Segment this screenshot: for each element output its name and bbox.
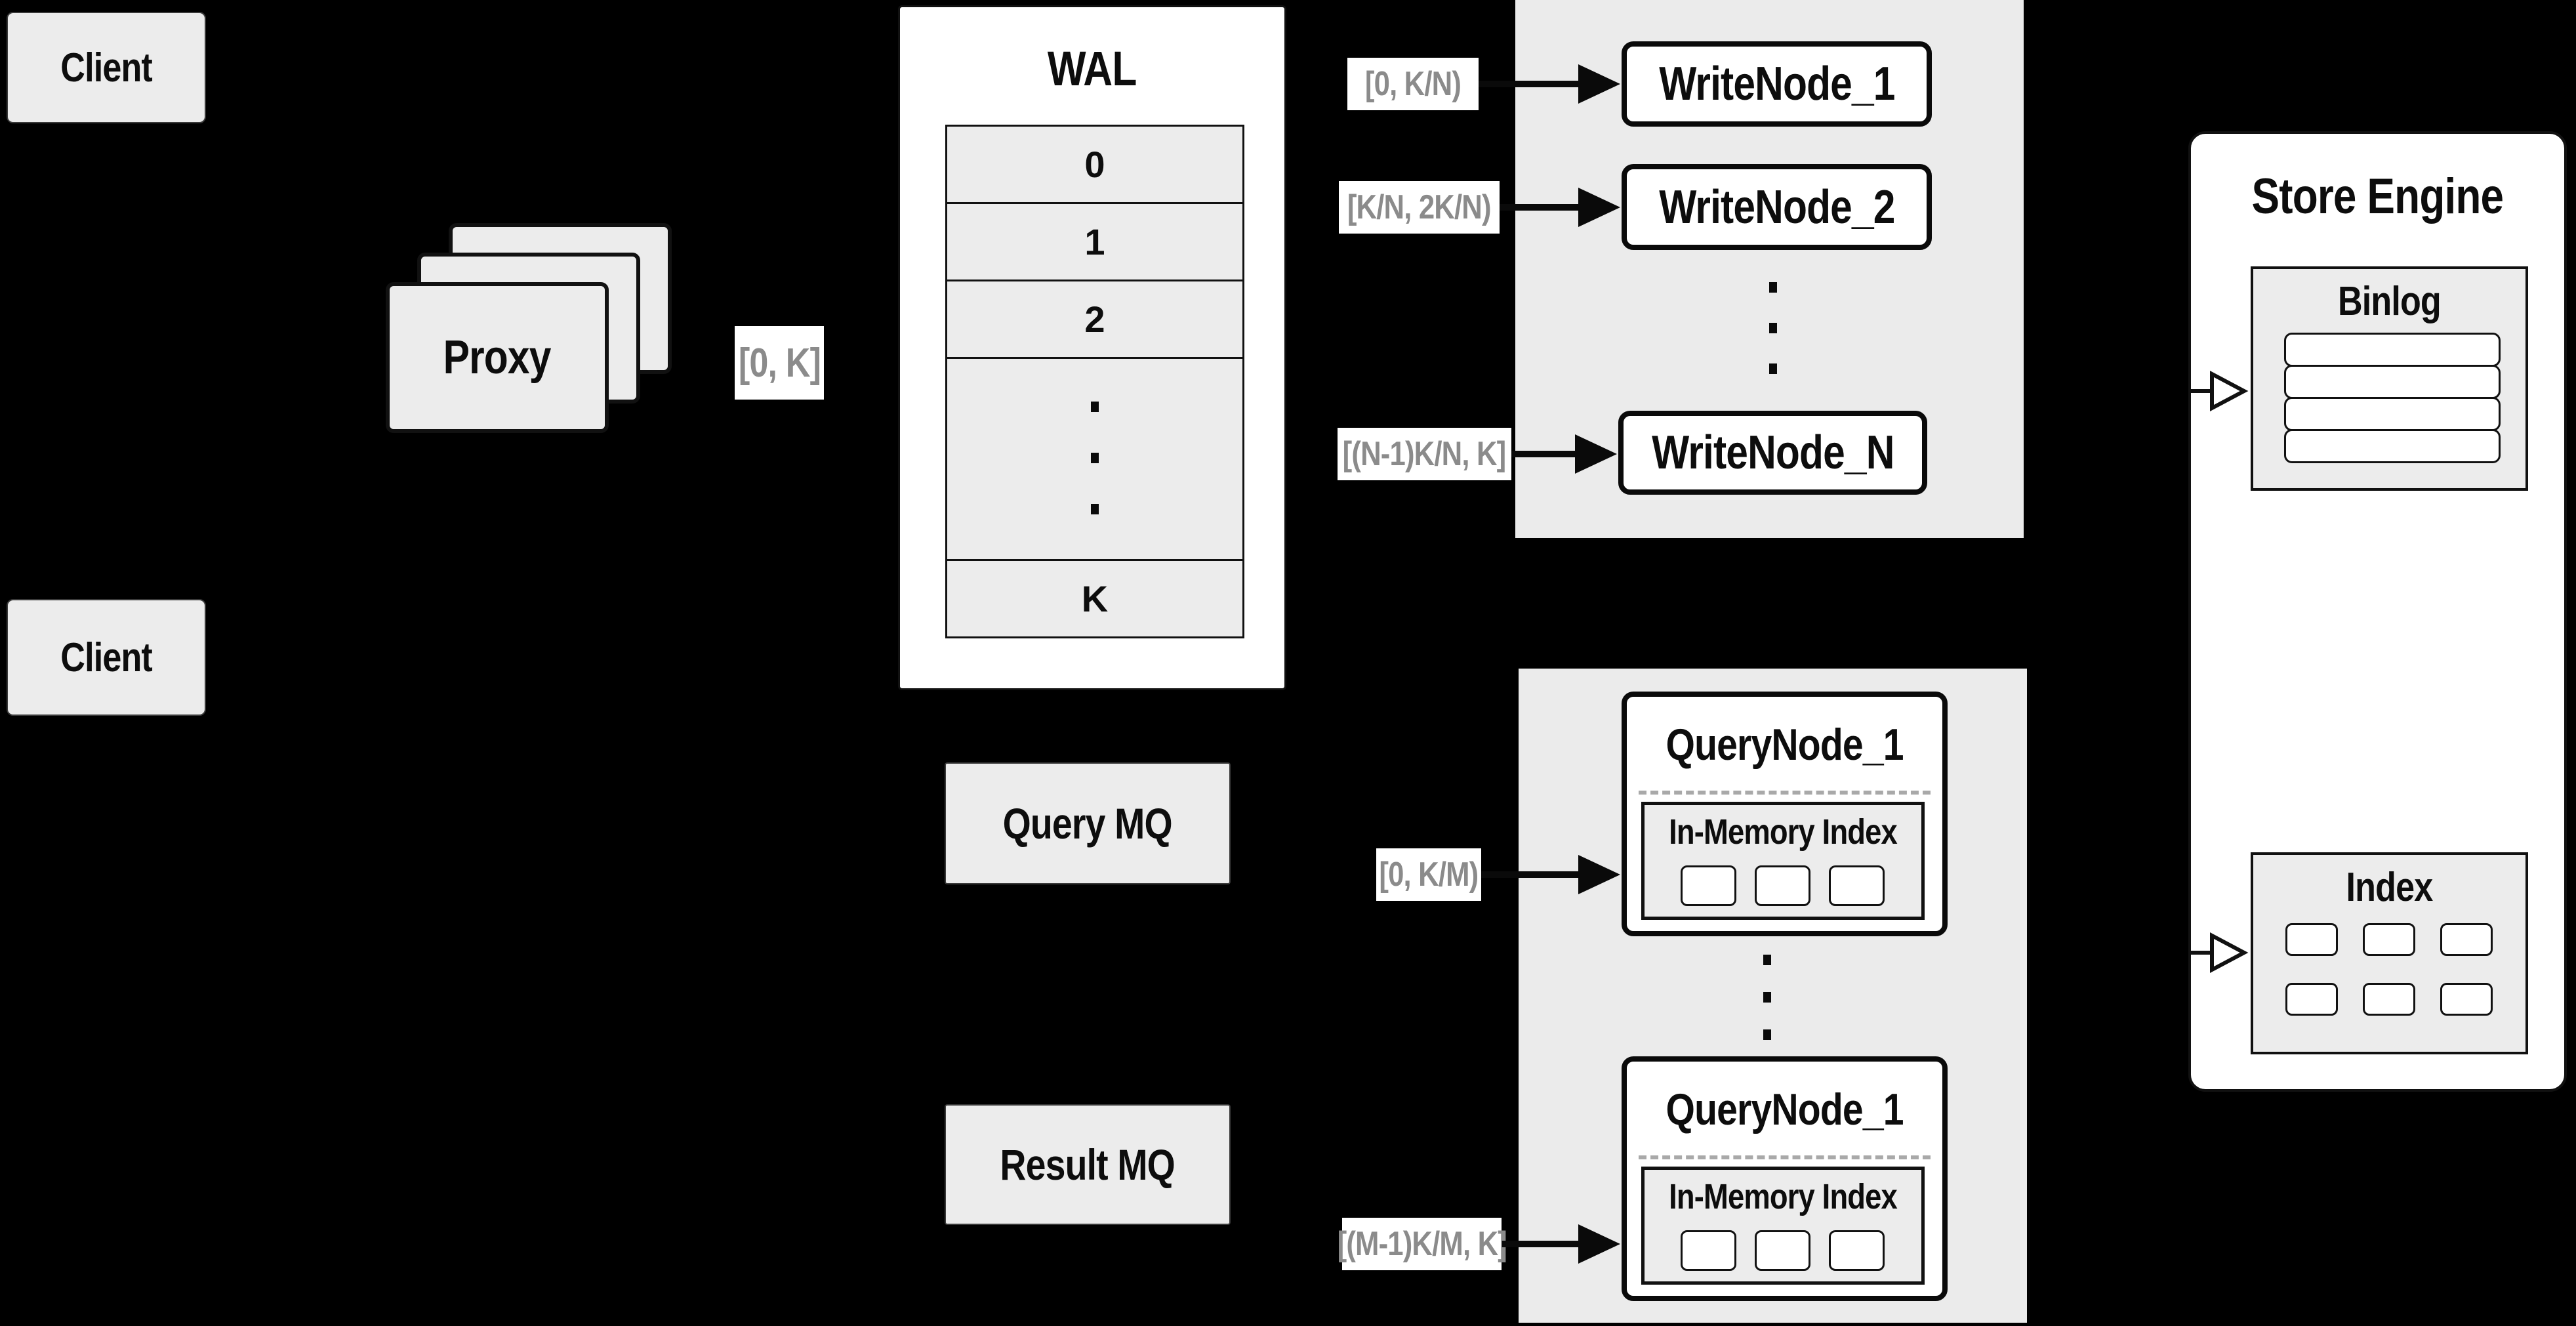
arrow-to-write-node-1 <box>1479 64 1620 104</box>
ellipsis-dot <box>1091 504 1099 514</box>
wal-segment-row: 2 <box>945 280 1244 359</box>
index-cell <box>2285 923 2338 956</box>
arrow-to-write-node-n <box>1511 434 1617 474</box>
in-memory-index-box-1: In-Memory Index <box>1641 802 1925 920</box>
query-node-m-title: QueryNode_1 <box>1666 1085 1904 1134</box>
client-box-bottom: Client <box>7 599 206 716</box>
ellipsis-dot <box>1769 282 1777 293</box>
query-node-1-title: QueryNode_1 <box>1666 720 1904 770</box>
wal-segment-row: 1 <box>945 202 1244 281</box>
binlog-box: Binlog <box>2251 266 2528 491</box>
in-memory-index-2-title: In-Memory Index <box>1669 1177 1898 1216</box>
wal-ellipsis-row <box>945 357 1244 561</box>
wal-segment-table: 0 1 2 K <box>945 125 1244 638</box>
range-label-write-2-text: [K/N, 2K/N) <box>1347 188 1492 226</box>
write-node-1-box: WriteNode_1 <box>1622 41 1932 127</box>
query-node-1-box: QueryNode_1 In-Memory Index <box>1622 692 1948 936</box>
in-memory-index-1-title-wrap: In-Memory Index <box>1645 810 1921 854</box>
arrow-to-query-node-1 <box>1481 855 1620 894</box>
index-cell <box>1829 865 1885 906</box>
wal-segment-0: 0 <box>1084 144 1105 185</box>
arrow-to-index <box>2190 932 2249 973</box>
proxy-box-front: Proxy <box>386 282 609 433</box>
index-cell <box>2285 983 2338 1016</box>
ellipsis-dot <box>1091 453 1099 463</box>
store-engine-title-wrap: Store Engine <box>2191 167 2564 226</box>
store-engine-container: Store Engine Binlog Index <box>2188 131 2567 1092</box>
ellipsis-dot <box>1763 955 1771 965</box>
ellipsis-dot <box>1091 402 1099 412</box>
range-label-write-2: [K/N, 2K/N) <box>1339 181 1500 234</box>
range-label-query-1-text: [0, K/M) <box>1379 856 1479 894</box>
write-node-2-label: WriteNode_2 <box>1658 180 1895 234</box>
index-title: Index <box>2346 864 2434 910</box>
ellipsis-dot <box>1769 323 1777 333</box>
range-label-query-m: [(M-1)K/M, K] <box>1337 1218 1507 1270</box>
wal-segment-2: 2 <box>1084 299 1105 340</box>
arrow-to-query-node-m <box>1502 1224 1620 1264</box>
range-label-write-n: [(N-1)K/N, K] <box>1338 428 1511 480</box>
index-cell <box>1755 865 1810 906</box>
query-mq-label: Query MQ <box>1002 799 1173 848</box>
binlog-title-wrap: Binlog <box>2253 276 2525 327</box>
index-cell <box>1681 865 1736 906</box>
binlog-row <box>2284 365 2501 399</box>
range-label-proxy-out-text: [0, K] <box>738 340 821 386</box>
query-node-m-title-wrap: QueryNode_1 <box>1627 1080 1942 1139</box>
index-title-wrap: Index <box>2253 861 2525 913</box>
in-memory-index-2-title-wrap: In-Memory Index <box>1645 1175 1921 1218</box>
wal-segment-row: 0 <box>945 125 1244 204</box>
write-node-n-box: WriteNode_N <box>1618 411 1927 495</box>
write-node-2-box: WriteNode_2 <box>1622 164 1932 250</box>
arrow-to-binlog <box>2190 371 2249 411</box>
index-cell <box>2440 983 2493 1016</box>
ellipsis-dot <box>1763 1029 1771 1040</box>
index-box: Index <box>2251 852 2528 1054</box>
dashed-divider <box>1639 1155 1931 1159</box>
binlog-row <box>2284 429 2501 463</box>
wal-segment-1: 1 <box>1084 221 1105 262</box>
write-node-1-label: WriteNode_1 <box>1658 58 1895 110</box>
binlog-rows <box>2284 333 2501 463</box>
index-cell <box>1829 1230 1885 1271</box>
result-mq-box: Result MQ <box>945 1104 1231 1225</box>
wal-title-wrap: WAL <box>900 39 1284 98</box>
result-mq-label: Result MQ <box>1000 1140 1176 1189</box>
ellipsis-dot <box>1763 992 1771 1003</box>
ellipsis-dot <box>1769 363 1777 374</box>
query-mq-box: Query MQ <box>945 762 1231 884</box>
index-cell <box>2363 923 2415 956</box>
range-label-write-n-text: [(N-1)K/N, K] <box>1343 435 1507 473</box>
wal-segment-k: K <box>1081 578 1109 619</box>
range-label-write-1: [0, K/N) <box>1347 58 1479 110</box>
binlog-row <box>2284 397 2501 431</box>
arrow-to-write-node-2 <box>1500 188 1620 227</box>
index-cell <box>2363 983 2415 1016</box>
wal-title: WAL <box>1048 41 1137 96</box>
index-cell <box>1681 1230 1736 1271</box>
write-node-n-label: WriteNode_N <box>1651 426 1894 479</box>
in-memory-index-1-title: In-Memory Index <box>1669 812 1898 852</box>
range-label-write-1-text: [0, K/N) <box>1364 65 1462 103</box>
client-bottom-label: Client <box>60 634 152 680</box>
query-node-1-title-wrap: QueryNode_1 <box>1627 715 1942 774</box>
range-label-query-1: [0, K/M) <box>1376 848 1481 901</box>
index-cell <box>1755 1230 1810 1271</box>
dashed-divider <box>1639 791 1931 795</box>
client-top-label: Client <box>60 45 152 91</box>
proxy-label: Proxy <box>443 331 552 384</box>
client-box-top: Client <box>7 12 206 123</box>
store-engine-title: Store Engine <box>2251 168 2504 224</box>
wal-container: WAL 0 1 2 K <box>898 5 1286 690</box>
range-label-query-m-text: [(M-1)K/M, K] <box>1337 1225 1507 1263</box>
index-cell <box>2440 923 2493 956</box>
binlog-title: Binlog <box>2338 278 2442 324</box>
range-label-proxy-out: [0, K] <box>735 326 824 400</box>
binlog-row <box>2284 333 2501 367</box>
query-node-m-box: QueryNode_1 In-Memory Index <box>1622 1056 1948 1301</box>
wal-segment-row-last: K <box>945 559 1244 638</box>
in-memory-index-box-2: In-Memory Index <box>1641 1167 1925 1285</box>
